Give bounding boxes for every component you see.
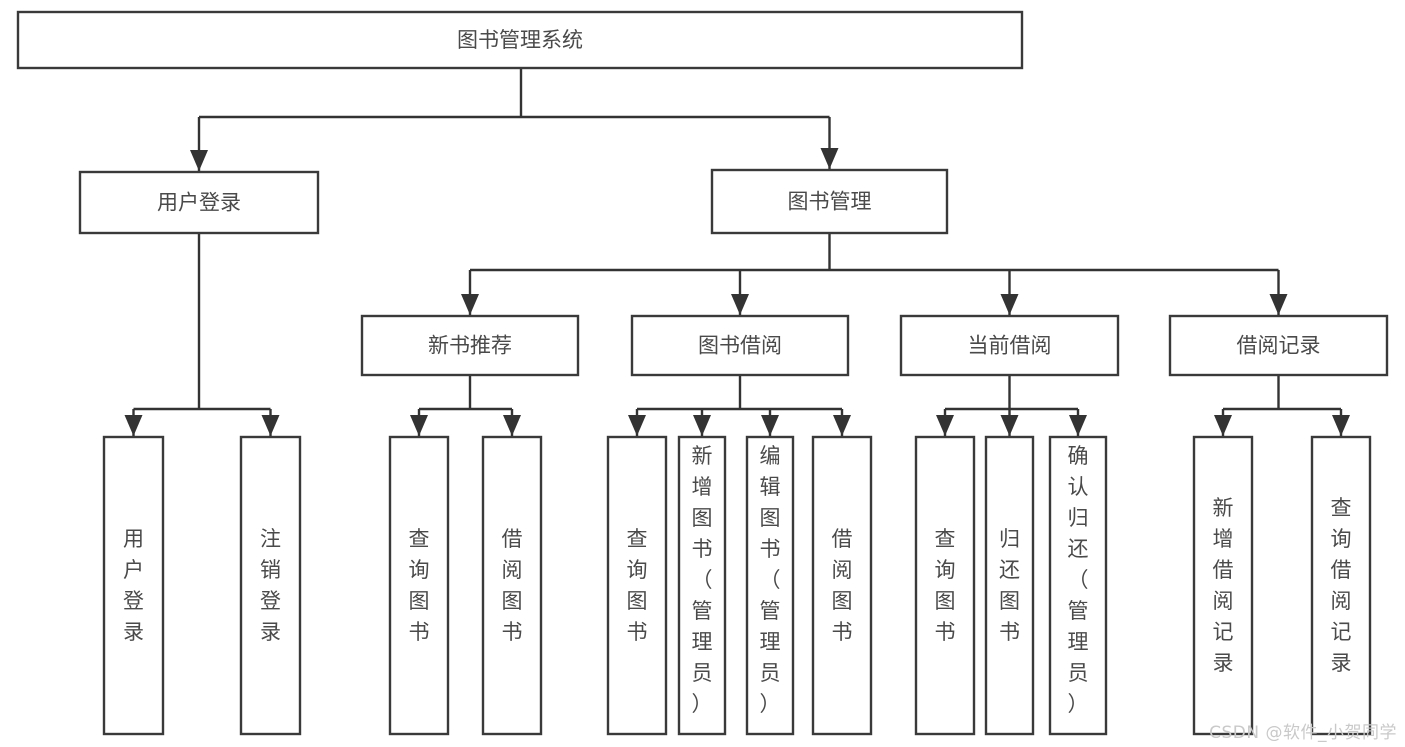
node-leaf-5[interactable]: 新增图书（管理员）: [677, 435, 727, 736]
arrow-head-icon: [190, 150, 208, 171]
node-leaf-3[interactable]: 借阅图书: [481, 435, 543, 736]
node-rect: [745, 435, 795, 736]
node-label: 归还图书: [999, 527, 1020, 644]
arrow-head-icon: [1069, 415, 1087, 436]
node-level3-1[interactable]: 图书借阅: [630, 314, 850, 377]
node-level3-3[interactable]: 借阅记录: [1168, 314, 1389, 377]
node-leaf-6[interactable]: 编辑图书（管理员）: [745, 435, 795, 736]
node-rect: [16, 10, 1024, 70]
node-label: 借阅记录: [1237, 334, 1321, 358]
node-label: 查询图书: [935, 527, 956, 644]
node-label: 新增图书（管理员）: [692, 444, 713, 716]
arrow-head-icon: [1000, 415, 1019, 436]
node-rect: [606, 435, 668, 736]
nodes-layer: 图书管理系统用户登录图书管理新书推荐图书借阅当前借阅借阅记录用户登录注销登录查询…: [16, 10, 1389, 736]
node-leaf-0[interactable]: 用户登录: [102, 435, 165, 736]
node-label: 图书借阅: [698, 334, 782, 358]
arrow-head-icon: [261, 415, 280, 436]
node-level2-1[interactable]: 图书管理: [710, 168, 949, 235]
connectors-layer: [124, 68, 1350, 436]
node-rect: [1310, 435, 1372, 736]
arrow-head-icon: [731, 294, 749, 315]
node-rect: [710, 168, 949, 235]
node-label: 编辑图书（管理员）: [760, 444, 781, 716]
node-label: 用户登录: [157, 191, 241, 215]
node-rect: [899, 314, 1120, 377]
node-label: 确认归还（管理员）: [1068, 444, 1089, 716]
node-leaf-10[interactable]: 确认归还（管理员）: [1048, 435, 1108, 736]
node-leaf-4[interactable]: 查询图书: [606, 435, 668, 736]
node-rect: [360, 314, 580, 377]
node-rect: [677, 435, 727, 736]
arrow-head-icon: [410, 415, 428, 436]
node-leaf-1[interactable]: 注销登录: [239, 435, 302, 736]
arrow-head-icon: [761, 415, 779, 436]
node-level2-0[interactable]: 用户登录: [78, 170, 320, 235]
node-leaf-8[interactable]: 查询图书: [914, 435, 976, 736]
arrow-head-icon: [628, 415, 646, 436]
node-rect: [811, 435, 873, 736]
node-leaf-7[interactable]: 借阅图书: [811, 435, 873, 736]
node-rect: [984, 435, 1035, 736]
node-leaf-9[interactable]: 归还图书: [984, 435, 1035, 736]
node-leaf-12[interactable]: 查询借阅记录: [1310, 435, 1372, 736]
node-label: 借阅图书: [832, 527, 853, 644]
node-label: 注销登录: [260, 527, 281, 644]
node-label: 借阅图书: [502, 527, 523, 644]
node-rect: [239, 435, 302, 736]
node-label: 图书管理: [788, 190, 872, 214]
node-rect: [914, 435, 976, 736]
arrow-head-icon: [936, 415, 954, 436]
arrow-head-icon: [1332, 415, 1350, 436]
node-label: 当前借阅: [968, 334, 1052, 358]
node-rect: [481, 435, 543, 736]
node-label: 新书推荐: [428, 334, 512, 358]
node-rect: [102, 435, 165, 736]
node-rect: [630, 314, 850, 377]
node-label: 查询图书: [627, 527, 648, 644]
arrow-head-icon: [1214, 415, 1232, 436]
node-label: 用户登录: [123, 527, 144, 644]
arrow-head-icon: [833, 415, 851, 436]
node-rect: [1192, 435, 1254, 736]
node-rect: [1168, 314, 1389, 377]
node-leaf-11[interactable]: 新增借阅记录: [1192, 435, 1254, 736]
arrow-head-icon: [124, 415, 143, 436]
node-label: 新增借阅记录: [1213, 496, 1234, 675]
node-level3-0[interactable]: 新书推荐: [360, 314, 580, 377]
arrow-head-icon: [461, 294, 479, 315]
csdn-watermark: CSDN @软件_小贺同学: [1209, 723, 1397, 743]
arrow-head-icon: [820, 148, 839, 169]
node-rect: [1048, 435, 1108, 736]
node-rect: [388, 435, 450, 736]
node-level3-2[interactable]: 当前借阅: [899, 314, 1120, 377]
node-label: 图书管理系统: [457, 28, 583, 52]
node-rect: [78, 170, 320, 235]
node-leaf-2[interactable]: 查询图书: [388, 435, 450, 736]
node-label: 查询借阅记录: [1331, 496, 1352, 675]
arrow-head-icon: [1269, 294, 1288, 315]
node-root[interactable]: 图书管理系统: [16, 10, 1024, 70]
node-label: 查询图书: [409, 527, 430, 644]
arrow-head-icon: [693, 415, 711, 436]
arrow-head-icon: [503, 415, 521, 436]
arrow-head-icon: [1000, 294, 1019, 315]
